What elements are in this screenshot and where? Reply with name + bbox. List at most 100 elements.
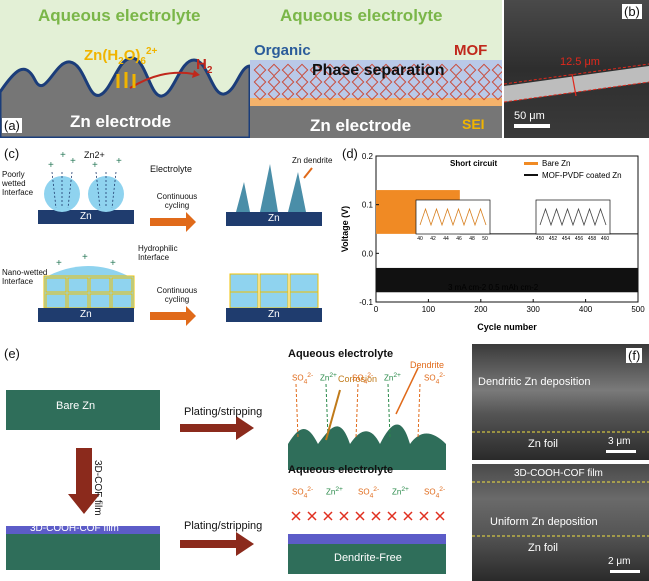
hydrogen-gas-label: H2 xyxy=(196,56,213,76)
inset-x-tick-label: 450 xyxy=(536,236,545,242)
mof-unit xyxy=(449,75,463,89)
zn-label-top-left: Zn xyxy=(80,211,92,222)
blocked-ion-mark xyxy=(323,511,333,521)
panel-c-label: (c) xyxy=(2,146,22,161)
mof-unit xyxy=(365,75,379,89)
zn2-label-2: Zn2+ xyxy=(384,372,401,383)
svg-text:+: + xyxy=(82,252,88,263)
left-electrolyte-title: Aqueous electrolyte xyxy=(38,6,201,25)
sem-cross-section xyxy=(504,63,649,128)
mof-unit xyxy=(295,75,309,89)
plating-label-top: Plating/stripping xyxy=(184,406,263,418)
x-tick-label: 300 xyxy=(527,305,541,314)
sei-label: SEI xyxy=(462,116,485,132)
mof-unit xyxy=(253,63,267,77)
condition-annotation: 3 mA cm-2 0.5 mAh cm-2 xyxy=(448,283,539,292)
mof-unit xyxy=(351,87,365,101)
phase-separation-label: Phase separation xyxy=(312,62,445,79)
uniform-deposition-label: Uniform Zn deposition xyxy=(490,516,598,528)
cof-plating-schematic xyxy=(6,367,446,574)
inset-x-tick-label: 48 xyxy=(469,236,475,242)
right-electrode-label: Zn electrode xyxy=(310,116,412,135)
mof-unit xyxy=(379,75,393,89)
blocked-ion-mark xyxy=(371,511,381,521)
top-electrolyte-title: Aqueous electrolyte xyxy=(288,348,394,360)
dendrite-label: Zn dendrite xyxy=(292,156,333,165)
so4-label-1: SO42- xyxy=(292,372,314,386)
svg-text:+: + xyxy=(116,156,122,167)
cycling-label-bottom: Continuous cycling xyxy=(156,286,198,304)
legend-swatch-1 xyxy=(524,174,538,176)
so4-label-4: SO42- xyxy=(292,486,314,500)
inset-x-tick-label: 452 xyxy=(549,236,558,242)
mof-unit xyxy=(463,87,477,101)
nano-wetted-label: Nano-wetted Interface xyxy=(2,268,48,286)
mof-unit xyxy=(449,63,463,77)
mof-unit xyxy=(393,75,407,89)
mof-unit xyxy=(267,63,281,77)
mof-unit xyxy=(295,63,309,77)
panel-c: +++++ +++ Zn2+ Electrolyte Poorly wetted… xyxy=(0,142,338,334)
inset-x-tick-label: 50 xyxy=(482,236,488,242)
blocked-ion-mark xyxy=(435,511,445,521)
blocked-ion-mark xyxy=(339,511,349,521)
thickness-label: 12.5 μm xyxy=(560,56,600,68)
mof-unit xyxy=(295,87,309,101)
zn2-label-4: Zn2+ xyxy=(392,486,409,497)
mof-unit xyxy=(323,63,337,77)
bare-zn-label: Bare Zn xyxy=(56,400,96,412)
plating-label-bottom: Plating/stripping xyxy=(184,520,263,532)
mof-unit xyxy=(365,87,379,101)
inset-frame-1 xyxy=(535,199,611,235)
cof-film-arrow-label: 3D-COF film xyxy=(92,460,103,516)
sem-dendritic xyxy=(472,431,649,453)
mof-unit xyxy=(393,87,407,101)
mof-unit xyxy=(435,75,449,89)
zn-label-bottom-left: Zn xyxy=(80,309,92,320)
mof-unit xyxy=(407,63,421,77)
panel-a-right: Aqueous electrolyte Organic MOF Phase se… xyxy=(250,0,502,138)
mof-unit xyxy=(351,63,365,77)
hydrophilic-label: Hydrophilic Interface xyxy=(138,244,178,262)
panel-a-label: (a) xyxy=(2,118,22,133)
zn-foil-top-label: Zn foil xyxy=(528,438,558,450)
inset-x-tick-label: 454 xyxy=(562,236,571,242)
svg-text:+: + xyxy=(70,156,76,167)
mof-unit xyxy=(267,75,281,89)
mof-unit xyxy=(491,63,502,77)
inset-x-tick-label: 456 xyxy=(575,236,584,242)
mof-unit xyxy=(463,63,477,77)
blocked-ion-mark xyxy=(403,511,413,521)
cycling-label-top: Continuous cycling xyxy=(156,192,198,210)
bottom-electrolyte-title: Aqueous electrolyte xyxy=(288,464,394,476)
series-band-1 xyxy=(376,267,638,293)
mof-unit xyxy=(267,87,281,101)
mof-unit xyxy=(281,63,295,77)
inset-x-tick-label: 40 xyxy=(417,236,423,242)
inset-x-tick-label: 458 xyxy=(588,236,597,242)
svg-text:+: + xyxy=(48,160,54,171)
mof-unit xyxy=(491,75,502,89)
mof-unit xyxy=(393,63,407,77)
y-tick-label: -0.1 xyxy=(359,298,373,307)
so4-label-2: SO42- xyxy=(352,372,374,386)
mof-unit xyxy=(477,75,491,89)
panel-e: Bare Zn Plating/stripping 3D-COF film 3D… xyxy=(0,344,470,581)
mof-unit xyxy=(449,87,463,101)
scale-bottom-label: 2 μm xyxy=(608,556,631,567)
y-tick-label: 0.2 xyxy=(362,152,374,161)
short-circuit-annotation: Short circuit xyxy=(450,159,497,168)
mof-unit xyxy=(337,75,351,89)
panel-f-bottom: 3D-COOH-COF film Uniform Zn deposition Z… xyxy=(472,464,649,581)
zn-label-bottom-right: Zn xyxy=(268,309,280,320)
x-axis-label: Cycle number xyxy=(477,322,537,332)
poorly-wetted-label: Poorly wetted Interface xyxy=(2,170,34,197)
svg-text:+: + xyxy=(92,160,98,171)
zn-foil-bottom-label: Zn foil xyxy=(528,542,558,554)
zn-label-top-right: Zn xyxy=(268,213,280,224)
mof-unit xyxy=(337,63,351,77)
mof-unit xyxy=(435,87,449,101)
zn-ion-label: Zn2+ xyxy=(84,150,105,160)
